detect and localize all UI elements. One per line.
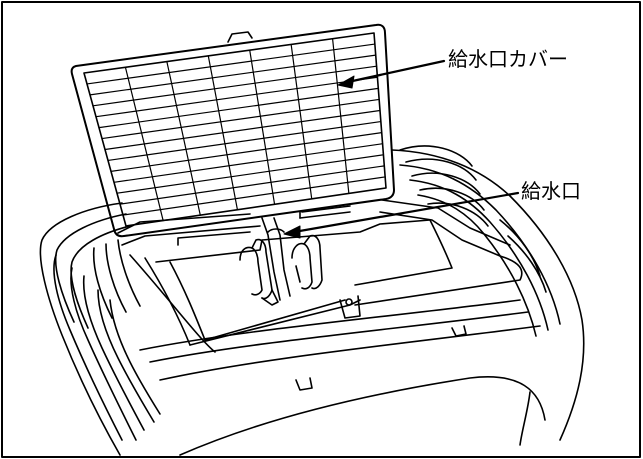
cover-grid-horizontal	[116, 154, 385, 194]
device-body	[39, 145, 585, 456]
cover-grid-horizontal	[98, 87, 379, 129]
cover-grid-horizontal	[119, 165, 385, 205]
cover-grid	[86, 38, 386, 222]
water-inlet-fins	[239, 217, 323, 306]
cover-grid-horizontal	[122, 176, 386, 216]
cover-grid-horizontal	[113, 143, 384, 183]
cover-grid-horizontal	[89, 54, 377, 96]
cover-grid-horizontal	[95, 76, 379, 118]
water-inlet-cover	[70, 23, 395, 238]
leader-arrows	[283, 59, 520, 239]
inlet-arrowhead	[283, 225, 301, 239]
cover-grid-horizontal	[110, 132, 383, 172]
cover-leader-line	[346, 59, 446, 84]
cover-grid-horizontal	[107, 120, 382, 162]
water-inlet-label: 給水口	[521, 179, 581, 203]
cover-grid-horizontal	[86, 43, 376, 85]
inlet-leader-line	[292, 191, 520, 234]
cover-arrowhead	[337, 75, 355, 89]
water-inlet-cover-label: 給水口カバー	[448, 47, 568, 71]
cover-grid-horizontal	[92, 65, 378, 107]
cover-grid-horizontal	[101, 98, 380, 140]
water-tank-opening	[117, 199, 523, 353]
cover-grid-horizontal	[104, 109, 381, 151]
